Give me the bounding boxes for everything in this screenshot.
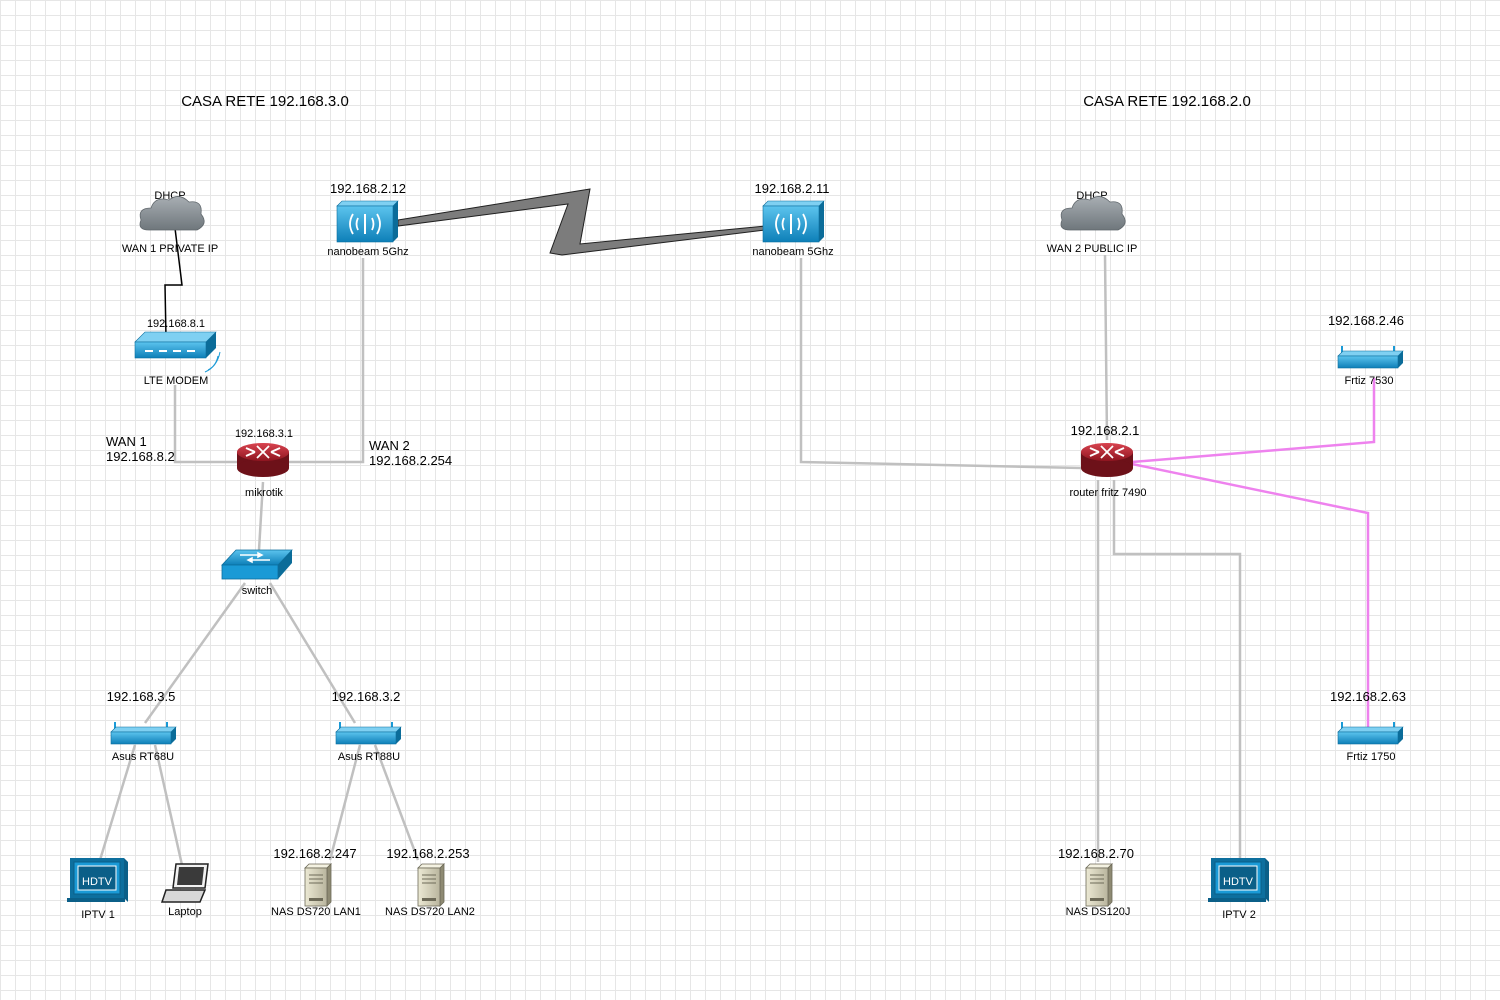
modem-icon [134,331,221,373]
antenna-icon [336,200,399,243]
left-network-title: CASA RETE 192.168.3.0 [181,93,349,110]
mikrotik-label: mikrotik [245,487,283,499]
nanobeam-right: 192.168.2.11 nanobeam 5Ghz [752,181,833,258]
cloud-icon [139,196,205,231]
link-modem-mikrotik [173,385,238,464]
fritz-7490-label: router fritz 7490 [1069,487,1146,499]
link-wireless-bridge [397,188,766,256]
iptv-2: HDTV IPTV 2 [1207,857,1270,921]
nas-ds720-lan2-ip: 192.168.2.253 [386,846,469,861]
link-nanobeam-fritz7490 [799,258,1083,470]
cloud-wan1-bottom-label: WAN 1 PRIVATE IP [122,243,218,255]
cloud-wan1: DHCP WAN 1 PRIVATE IP [122,190,218,255]
mikrotik-ip: 192.168.3.1 [235,428,293,440]
router-icon [1080,442,1134,478]
router-icon [236,442,290,478]
cloud-icon [1060,196,1126,231]
asus-rt68u: 192.168.3.5 Asus RT68U [107,689,177,763]
nanobeam-right-label: nanobeam 5Ghz [752,246,833,258]
nas-ds120j: 192.168.2.70 NAS DS120J [1058,846,1134,918]
nanobeam-left-ip: 192.168.2.12 [330,181,406,196]
switch: switch [221,549,293,597]
access-point-icon [1337,345,1404,369]
link-switch-asus68 [143,582,247,724]
nas-ds720-lan1-label: NAS DS720 LAN1 [271,906,361,918]
wan1-name: WAN 1 [106,434,147,449]
nas-ds120j-ip: 192.168.2.70 [1058,846,1134,861]
asus-rt88u-label: Asus RT88U [338,751,400,763]
mikrotik-router: 192.168.3.1 mikrotik WAN 1 192.168.8.2 W… [106,428,452,499]
wan2-name: WAN 2 [369,438,410,453]
links [98,254,1376,866]
lte-modem: 192.168.8.1 LTE MODEM [134,318,221,387]
laptop: Laptop [160,863,209,918]
iptv-2-label: IPTV 2 [1222,909,1256,921]
asus-rt68u-label: Asus RT68U [112,751,174,763]
fritz-1750-ip: 192.168.2.63 [1330,689,1406,704]
cloud-wan2: DHCP WAN 2 PUBLIC IP [1047,190,1138,255]
router-fritz-7490: 192.168.2.1 router fritz 7490 [1069,423,1146,499]
link-switch-asus88 [268,582,357,724]
link-asus68-iptv1 [98,744,137,861]
nas-ds720-lan2: 192.168.2.253 NAS DS720 LAN2 [385,846,475,918]
nas-ds120j-label: NAS DS120J [1066,906,1131,918]
cloud-wan2-bottom-label: WAN 2 PUBLIC IP [1047,243,1138,255]
wan1-ip: 192.168.8.2 [106,449,175,464]
nas-ds720-lan1: 192.168.2.247 NAS DS720 LAN1 [271,846,361,918]
server-icon [304,863,332,907]
iptv-1: HDTV IPTV 1 [66,857,129,921]
switch-icon [221,549,293,580]
fritz-7530-ip: 192.168.2.46 [1328,313,1404,328]
link-fritz7490-fritz7530 [1131,378,1376,464]
asus-rt88u: 192.168.3.2 Asus RT88U [332,689,402,763]
nanobeam-right-ip: 192.168.2.11 [755,181,830,196]
link-asus88-naslan1 [328,744,362,861]
fritz-7530: 192.168.2.46 Frtiz 7530 [1328,313,1404,387]
asus-rt68u-ip: 192.168.3.5 [107,689,176,704]
lte-modem-label: LTE MODEM [144,375,209,387]
iptv-2-screen: HDTV [1223,876,1254,888]
fritz-1750-label: Frtiz 1750 [1347,751,1396,763]
nanobeam-left-label: nanobeam 5Ghz [327,246,408,258]
switch-label: switch [242,585,273,597]
wan2-ip: 192.168.2.254 [369,453,452,468]
link-cloud-fritz7490 [1103,254,1109,441]
link-fritz7490-fritz1750 [1131,462,1370,728]
nas-ds720-lan2-label: NAS DS720 LAN2 [385,906,475,918]
lte-modem-ip: 192.168.8.1 [147,318,205,330]
fritz-7530-label: Frtiz 7530 [1345,375,1394,387]
iptv-1-label: IPTV 1 [81,909,115,921]
link-fritz7490-iptv2 [1112,480,1242,862]
iptv-1-screen: HDTV [82,876,113,888]
link-mikrotik-switch [257,481,265,551]
right-network-title: CASA RETE 192.168.2.0 [1083,93,1251,110]
nanobeam-left: 192.168.2.12 nanobeam 5Ghz [327,181,408,258]
link-asus68-laptop [153,744,184,866]
access-point-icon [110,721,177,745]
server-icon [417,863,445,907]
fritz-7490-ip: 192.168.2.1 [1071,423,1140,438]
laptop-label: Laptop [168,906,202,918]
antenna-icon [762,200,825,243]
asus-rt88u-ip: 192.168.3.2 [332,689,401,704]
nas-ds720-lan1-ip: 192.168.2.247 [273,846,356,861]
server-icon [1085,863,1113,907]
laptop-icon [160,863,209,903]
link-cloud-lte-modem [164,219,183,339]
link-asus88-naslan2 [373,744,420,861]
fritz-1750: 192.168.2.63 Frtiz 1750 [1330,689,1406,763]
access-point-icon [335,721,402,745]
link-mikrotik-nanobeam [288,258,365,464]
access-point-icon [1337,721,1404,745]
